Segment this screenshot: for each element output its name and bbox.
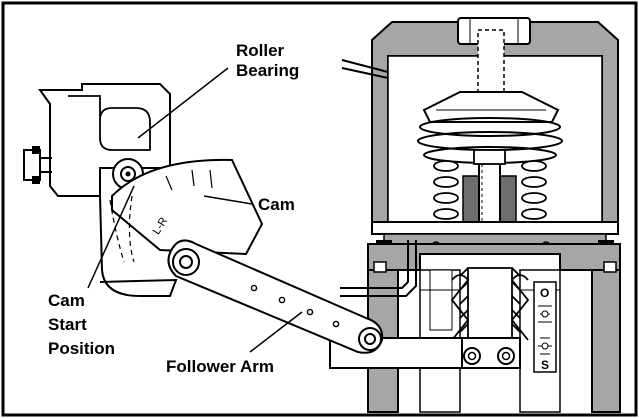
actuator-stem xyxy=(462,149,517,241)
scale-label-bottom: S xyxy=(541,358,549,372)
labels: Roller Bearing Cam Cam Start Position Fo… xyxy=(48,41,299,376)
leader-cam-start-position xyxy=(87,185,135,289)
label-roller-line2: Bearing xyxy=(236,61,299,80)
position-scale: O S xyxy=(533,281,557,373)
label-follower-arm: Follower Arm xyxy=(166,357,274,376)
inner-spring-right xyxy=(521,160,547,220)
inner-spring-left xyxy=(433,160,459,220)
leader-follower-arm xyxy=(249,311,303,353)
label-roller-line1: Roller xyxy=(236,41,285,60)
label-cam-start-line2: Start xyxy=(48,315,87,334)
label-cam-start-line1: Cam xyxy=(48,291,85,310)
label-cam-start-line3: Position xyxy=(48,339,115,358)
cam: L-R xyxy=(111,158,264,256)
stem-bellows xyxy=(450,267,530,341)
label-cam: Cam xyxy=(258,195,295,214)
leader-lines xyxy=(87,67,303,353)
scale-label-top: O xyxy=(540,286,549,300)
follower-arm xyxy=(167,239,384,354)
leader-cam xyxy=(203,195,253,205)
leader-roller-bearing xyxy=(137,67,229,139)
actuator-housing xyxy=(341,17,619,227)
linkage-rods xyxy=(340,240,417,297)
stem-clamp xyxy=(461,337,521,369)
cam-start-outline xyxy=(109,195,135,263)
